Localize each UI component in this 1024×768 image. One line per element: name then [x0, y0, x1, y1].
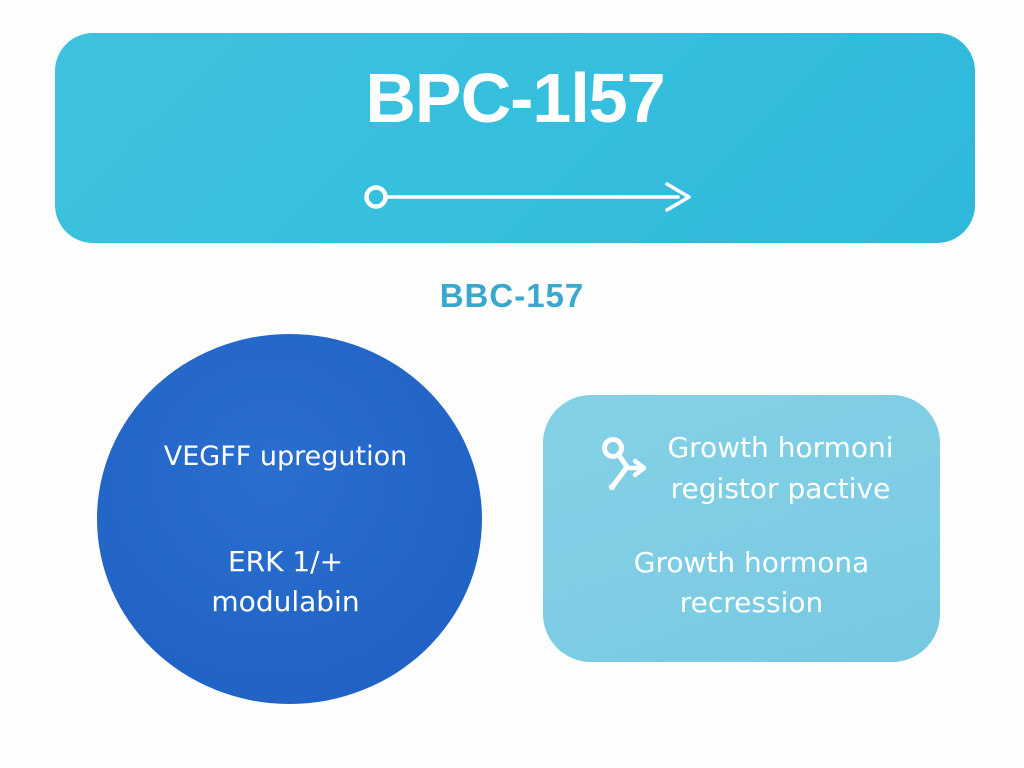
circle-line-vegf: VEGFF upregution [163, 441, 408, 472]
mechanism-circle-card: VEGFF upregution ERK 1/+ modulabin [97, 334, 482, 704]
timeline-arrow-icon [364, 182, 691, 212]
info-line-growth-hormona: Growth hormona [633, 546, 870, 579]
info-line-growth-hormoni: Growth hormoni [667, 431, 894, 464]
subtitle-label: BBC-157 [439, 277, 585, 314]
circle-erk-block: ERK 1/+ modulabin [97, 542, 474, 622]
info-line-recression: recression [679, 586, 824, 619]
title-banner: BPC-1l57 [55, 33, 975, 243]
pathway-branch-icon [602, 437, 647, 491]
circle-line-erk: ERK 1/+ [227, 545, 344, 578]
growth-hormone-card: Growth hormoni registor pactive Growth h… [543, 395, 940, 662]
gh-receptor-block: Growth hormoni registor pactive [635, 427, 926, 509]
info-line-registor-pactive: registor pactive [670, 472, 891, 505]
banner-title: BPC-1l57 [365, 59, 665, 137]
gh-expression-block: Growth hormona recression [568, 543, 935, 623]
circle-line-modulation: modulabin [211, 585, 360, 618]
